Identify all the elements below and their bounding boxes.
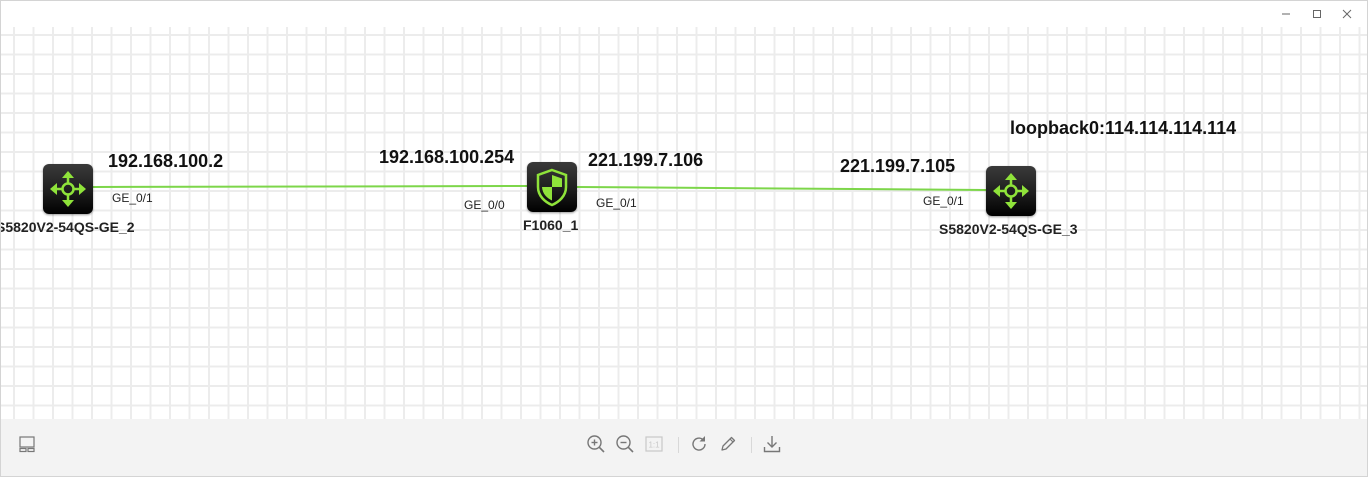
- ip-label-fw1-inside: 192.168.100.254: [379, 147, 515, 167]
- device-name-fw1: F1060_1: [523, 217, 579, 233]
- device-sw3[interactable]: [986, 166, 1036, 216]
- close-icon[interactable]: [1338, 5, 1356, 23]
- bottom-toolbar: 1:1: [1, 419, 1367, 476]
- layout-toggle-icon[interactable]: [16, 433, 38, 455]
- refresh-icon[interactable]: [688, 433, 710, 455]
- toolbar-divider: [678, 437, 679, 453]
- device-name-sw2: S5820V2-54QS-GE_2: [1, 219, 135, 235]
- topology-links: [92, 185, 987, 191]
- minimize-icon[interactable]: [1277, 5, 1295, 23]
- maximize-icon[interactable]: [1308, 5, 1326, 23]
- topology-canvas[interactable]: S5820V2-54QS-GE_2 F1060_1: [1, 27, 1367, 419]
- link-sw2-fw1: [92, 185, 528, 188]
- device-sw2[interactable]: [43, 164, 93, 214]
- switch-icon: [993, 173, 1029, 209]
- switch-icon: [50, 171, 86, 207]
- port-label-sw2: GE_0/1: [112, 191, 153, 205]
- svg-text:1:1: 1:1: [648, 441, 660, 450]
- device-name-sw3: S5820V2-54QS-GE_3: [939, 221, 1078, 237]
- ip-label-sw3: 221.199.7.105: [840, 156, 956, 176]
- port-label-fw1-inside: GE_0/0: [464, 198, 505, 212]
- zoom-out-icon[interactable]: [614, 433, 636, 455]
- download-icon[interactable]: [761, 433, 783, 455]
- ip-label-sw2: 192.168.100.2: [108, 151, 224, 171]
- loopback-label: loopback0:114.114.114.114: [1010, 118, 1237, 138]
- port-label-fw1-outside: GE_0/1: [596, 196, 637, 210]
- zoom-in-icon[interactable]: [585, 433, 607, 455]
- device-fw1[interactable]: [527, 162, 577, 212]
- link-fw1-sw3: [576, 186, 987, 191]
- toolbar-divider: [751, 437, 752, 453]
- firewall-shield-icon: [536, 168, 568, 207]
- actual-size-icon[interactable]: 1:1: [643, 433, 665, 455]
- title-bar: [1, 1, 1367, 27]
- port-label-sw3: GE_0/1: [923, 194, 964, 208]
- ip-label-fw1-outside: 221.199.7.106: [588, 150, 704, 170]
- edit-icon[interactable]: [717, 433, 739, 455]
